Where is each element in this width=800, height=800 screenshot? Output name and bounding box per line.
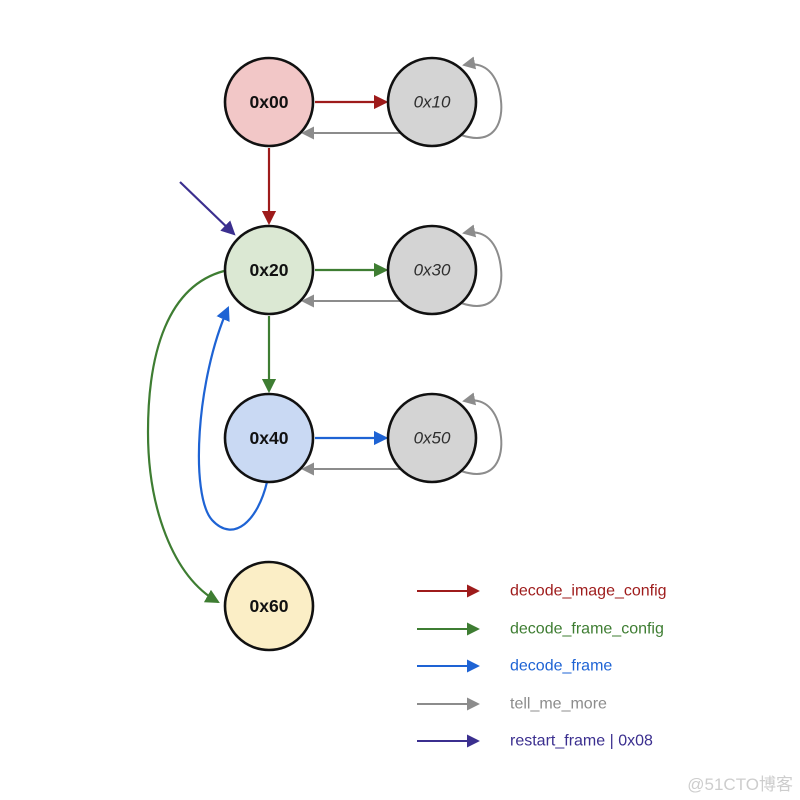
legend-label: restart_frame | 0x08 [510,733,653,750]
legend-item-2: decode_frame [417,658,612,675]
legend-label: decode_frame [510,658,612,675]
edge-0x30-to-0x30-tell_me_more [460,224,503,307]
nodes-layer: 0x00 0x10 0x20 0x30 0x40 0x50 0x60 [223,56,478,652]
state-node-label-0x40: 0x40 [250,428,289,448]
legend-item-1: decode_frame_config [417,621,664,638]
state-node-label-0x10: 0x10 [414,93,451,112]
edge-0x10-to-0x10-tell_me_more [460,56,503,139]
state-node-label-0x00: 0x00 [250,92,289,112]
legend: decode_image_config decode_frame_configde… [417,583,667,750]
state-node-circle-0x30 [386,224,478,316]
edge-0x50-to-0x50-tell_me_more [460,392,503,475]
state-node-0x50: 0x50 [386,392,478,484]
legend-item-3: tell_me_more [417,696,607,713]
watermark: @51CTO博客 [687,775,793,794]
state-node-circle-0x50 [386,392,478,484]
legend-item-0: decode_image_config [417,583,667,600]
state-node-label-0x20: 0x20 [250,260,289,280]
state-node-0x20: 0x20 [223,224,315,316]
edges-layer [146,56,503,604]
state-node-0x40: 0x40 [223,392,315,484]
edge-external-to-0x20-restart_frame [179,181,236,236]
legend-item-4: restart_frame | 0x08 [417,733,653,750]
state-node-label-0x30: 0x30 [414,261,451,280]
state-node-circle-0x10 [386,56,478,148]
legend-label: decode_image_config [510,583,667,600]
state-node-circle-0x00 [223,56,315,148]
state-node-circle-0x60 [223,560,315,652]
state-node-0x30: 0x30 [386,224,478,316]
legend-label: decode_frame_config [510,621,664,638]
edge-0x40-to-0x20-decode_frame [197,306,269,531]
edge-0x20-to-0x60-decode_frame_config [146,269,225,604]
state-node-circle-0x40 [223,392,315,484]
state-node-0x00: 0x00 [223,56,315,148]
legend-label: tell_me_more [510,696,607,713]
state-node-0x60: 0x60 [223,560,315,652]
state-node-label-0x60: 0x60 [250,596,289,616]
state-node-circle-0x20 [223,224,315,316]
state-node-0x10: 0x10 [386,56,478,148]
state-node-label-0x50: 0x50 [414,429,451,448]
